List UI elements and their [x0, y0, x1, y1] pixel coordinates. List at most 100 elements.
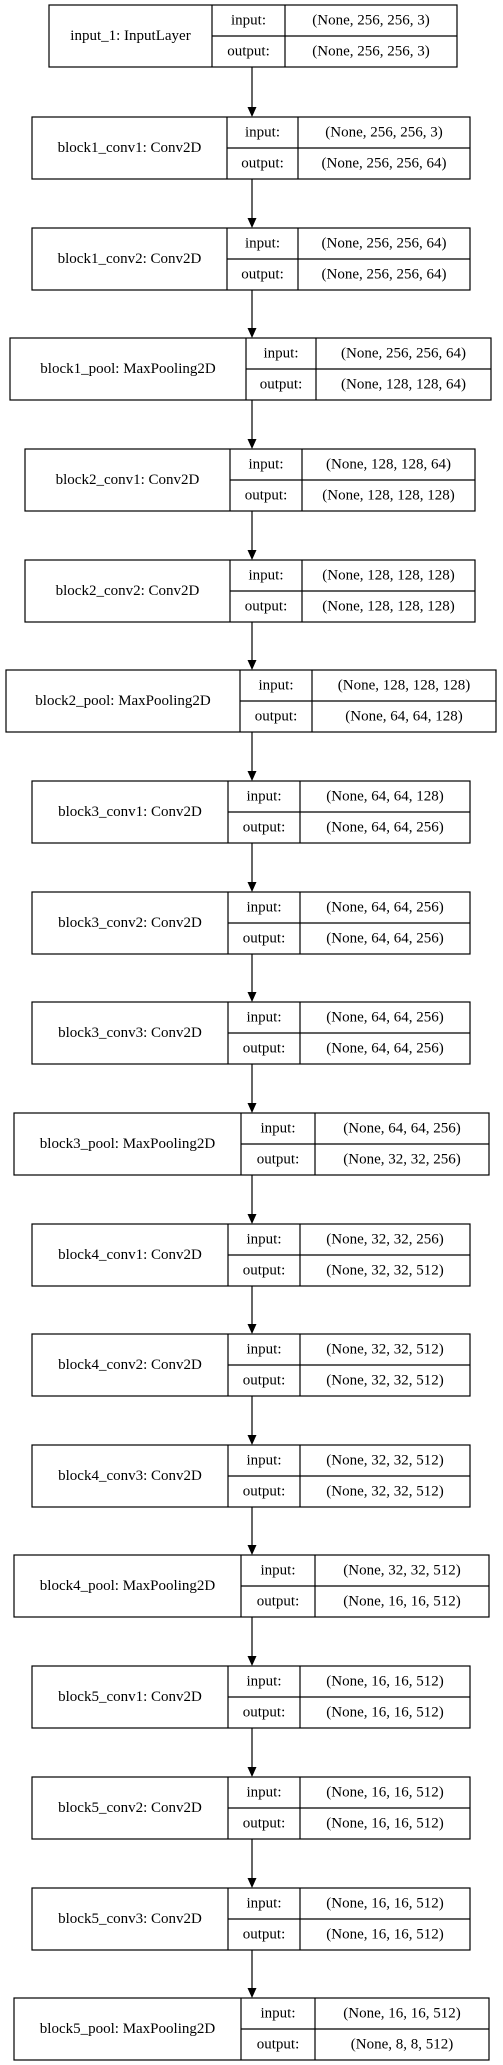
output-label: output: — [227, 44, 270, 60]
input-shape: (None, 64, 64, 256) — [326, 900, 443, 916]
input-label: input: — [246, 789, 281, 805]
output-shape: (None, 32, 32, 512) — [326, 1484, 443, 1500]
input-label: input: — [260, 2006, 295, 2022]
output-shape: (None, 8, 8, 512) — [351, 2037, 453, 2053]
output-label: output: — [243, 820, 286, 836]
input-label: input: — [246, 1785, 281, 1801]
output-label: output: — [243, 1263, 286, 1279]
output-shape: (None, 64, 64, 256) — [326, 820, 443, 836]
output-shape: (None, 256, 256, 64) — [322, 156, 447, 172]
input-label: input: — [263, 346, 298, 362]
layer-name: block1_conv1: Conv2D — [58, 140, 202, 156]
arrowhead — [247, 992, 257, 1002]
layer-name: block4_conv3: Conv2D — [58, 1468, 202, 1484]
layer-name: input_1: InputLayer — [70, 28, 190, 44]
input-shape: (None, 128, 128, 128) — [338, 678, 470, 694]
layer-name: block5_conv2: Conv2D — [58, 1800, 202, 1816]
input-shape: (None, 64, 64, 256) — [326, 1010, 443, 1026]
output-label: output: — [243, 1705, 286, 1721]
arrowhead — [247, 882, 257, 892]
arrowhead — [247, 1656, 257, 1666]
input-shape: (None, 32, 32, 512) — [343, 1563, 460, 1579]
input-label: input: — [260, 1563, 295, 1579]
input-shape: (None, 64, 64, 128) — [326, 789, 443, 805]
output-label: output: — [260, 377, 303, 393]
layer-name: block3_conv2: Conv2D — [58, 915, 202, 931]
arrowhead — [247, 1103, 257, 1113]
input-shape: (None, 32, 32, 256) — [326, 1232, 443, 1248]
input-label: input: — [246, 1674, 281, 1690]
output-shape: (None, 256, 256, 3) — [312, 44, 429, 60]
arrowhead — [247, 1988, 257, 1998]
output-shape: (None, 16, 16, 512) — [326, 1927, 443, 1943]
layer-name: block4_conv2: Conv2D — [58, 1357, 202, 1373]
output-shape: (None, 16, 16, 512) — [343, 1594, 460, 1610]
output-label: output: — [243, 931, 286, 947]
arrowhead — [247, 218, 257, 228]
output-shape: (None, 16, 16, 512) — [326, 1816, 443, 1832]
layer-name: block5_conv3: Conv2D — [58, 1911, 202, 1927]
output-label: output: — [257, 1594, 300, 1610]
input-label: input: — [246, 1453, 281, 1469]
arrowhead — [247, 439, 257, 449]
arrowhead — [247, 1545, 257, 1555]
input-label: input: — [245, 125, 280, 141]
arrowhead — [247, 1435, 257, 1445]
input-label: input: — [246, 1896, 281, 1912]
output-shape: (None, 32, 32, 512) — [326, 1263, 443, 1279]
input-label: input: — [245, 236, 280, 252]
layer-name: block1_conv2: Conv2D — [58, 251, 202, 267]
input-shape: (None, 64, 64, 256) — [343, 1121, 460, 1137]
input-shape: (None, 16, 16, 512) — [343, 2006, 460, 2022]
output-shape: (None, 64, 64, 256) — [326, 1041, 443, 1057]
input-shape: (None, 32, 32, 512) — [326, 1342, 443, 1358]
arrowhead — [247, 550, 257, 560]
arrowhead — [247, 771, 257, 781]
output-shape: (None, 32, 32, 512) — [326, 1373, 443, 1389]
layer-name: block3_pool: MaxPooling2D — [40, 1136, 216, 1152]
input-label: input: — [248, 568, 283, 584]
input-label: input: — [258, 678, 293, 694]
layer-name: block2_pool: MaxPooling2D — [35, 693, 211, 709]
input-label: input: — [246, 1342, 281, 1358]
layer-name: block4_conv1: Conv2D — [58, 1247, 202, 1263]
output-shape: (None, 64, 64, 256) — [326, 931, 443, 947]
output-shape: (None, 32, 32, 256) — [343, 1152, 460, 1168]
output-shape: (None, 64, 64, 128) — [345, 709, 462, 725]
layer-name: block1_pool: MaxPooling2D — [40, 361, 216, 377]
input-shape: (None, 16, 16, 512) — [326, 1785, 443, 1801]
input-shape: (None, 256, 256, 3) — [312, 13, 429, 29]
input-shape: (None, 16, 16, 512) — [326, 1896, 443, 1912]
input-shape: (None, 256, 256, 64) — [341, 346, 466, 362]
input-label: input: — [248, 457, 283, 473]
output-label: output: — [241, 156, 284, 172]
output-shape: (None, 256, 256, 64) — [322, 267, 447, 283]
output-label: output: — [243, 1816, 286, 1832]
layer-name: block2_conv1: Conv2D — [56, 472, 200, 488]
layer-name: block3_conv3: Conv2D — [58, 1025, 202, 1041]
layer-name: block2_conv2: Conv2D — [56, 583, 200, 599]
output-shape: (None, 128, 128, 128) — [322, 488, 454, 504]
arrowhead — [247, 1767, 257, 1777]
input-label: input: — [246, 1232, 281, 1248]
arrowhead — [247, 1324, 257, 1334]
arrowhead — [247, 107, 257, 117]
output-label: output: — [243, 1927, 286, 1943]
output-label: output: — [243, 1041, 286, 1057]
output-label: output: — [243, 1484, 286, 1500]
layer-name: block5_pool: MaxPooling2D — [40, 2021, 216, 2037]
input-label: input: — [246, 1010, 281, 1026]
input-label: input: — [246, 900, 281, 916]
output-shape: (None, 128, 128, 64) — [341, 377, 466, 393]
output-label: output: — [255, 709, 298, 725]
input-label: input: — [231, 13, 266, 29]
input-shape: (None, 16, 16, 512) — [326, 1674, 443, 1690]
arrowhead — [247, 328, 257, 338]
arrowhead — [247, 1214, 257, 1224]
arrowhead — [247, 660, 257, 670]
input-shape: (None, 32, 32, 512) — [326, 1453, 443, 1469]
arrowhead — [247, 1878, 257, 1888]
input-shape: (None, 256, 256, 64) — [322, 236, 447, 252]
output-label: output: — [257, 1152, 300, 1168]
